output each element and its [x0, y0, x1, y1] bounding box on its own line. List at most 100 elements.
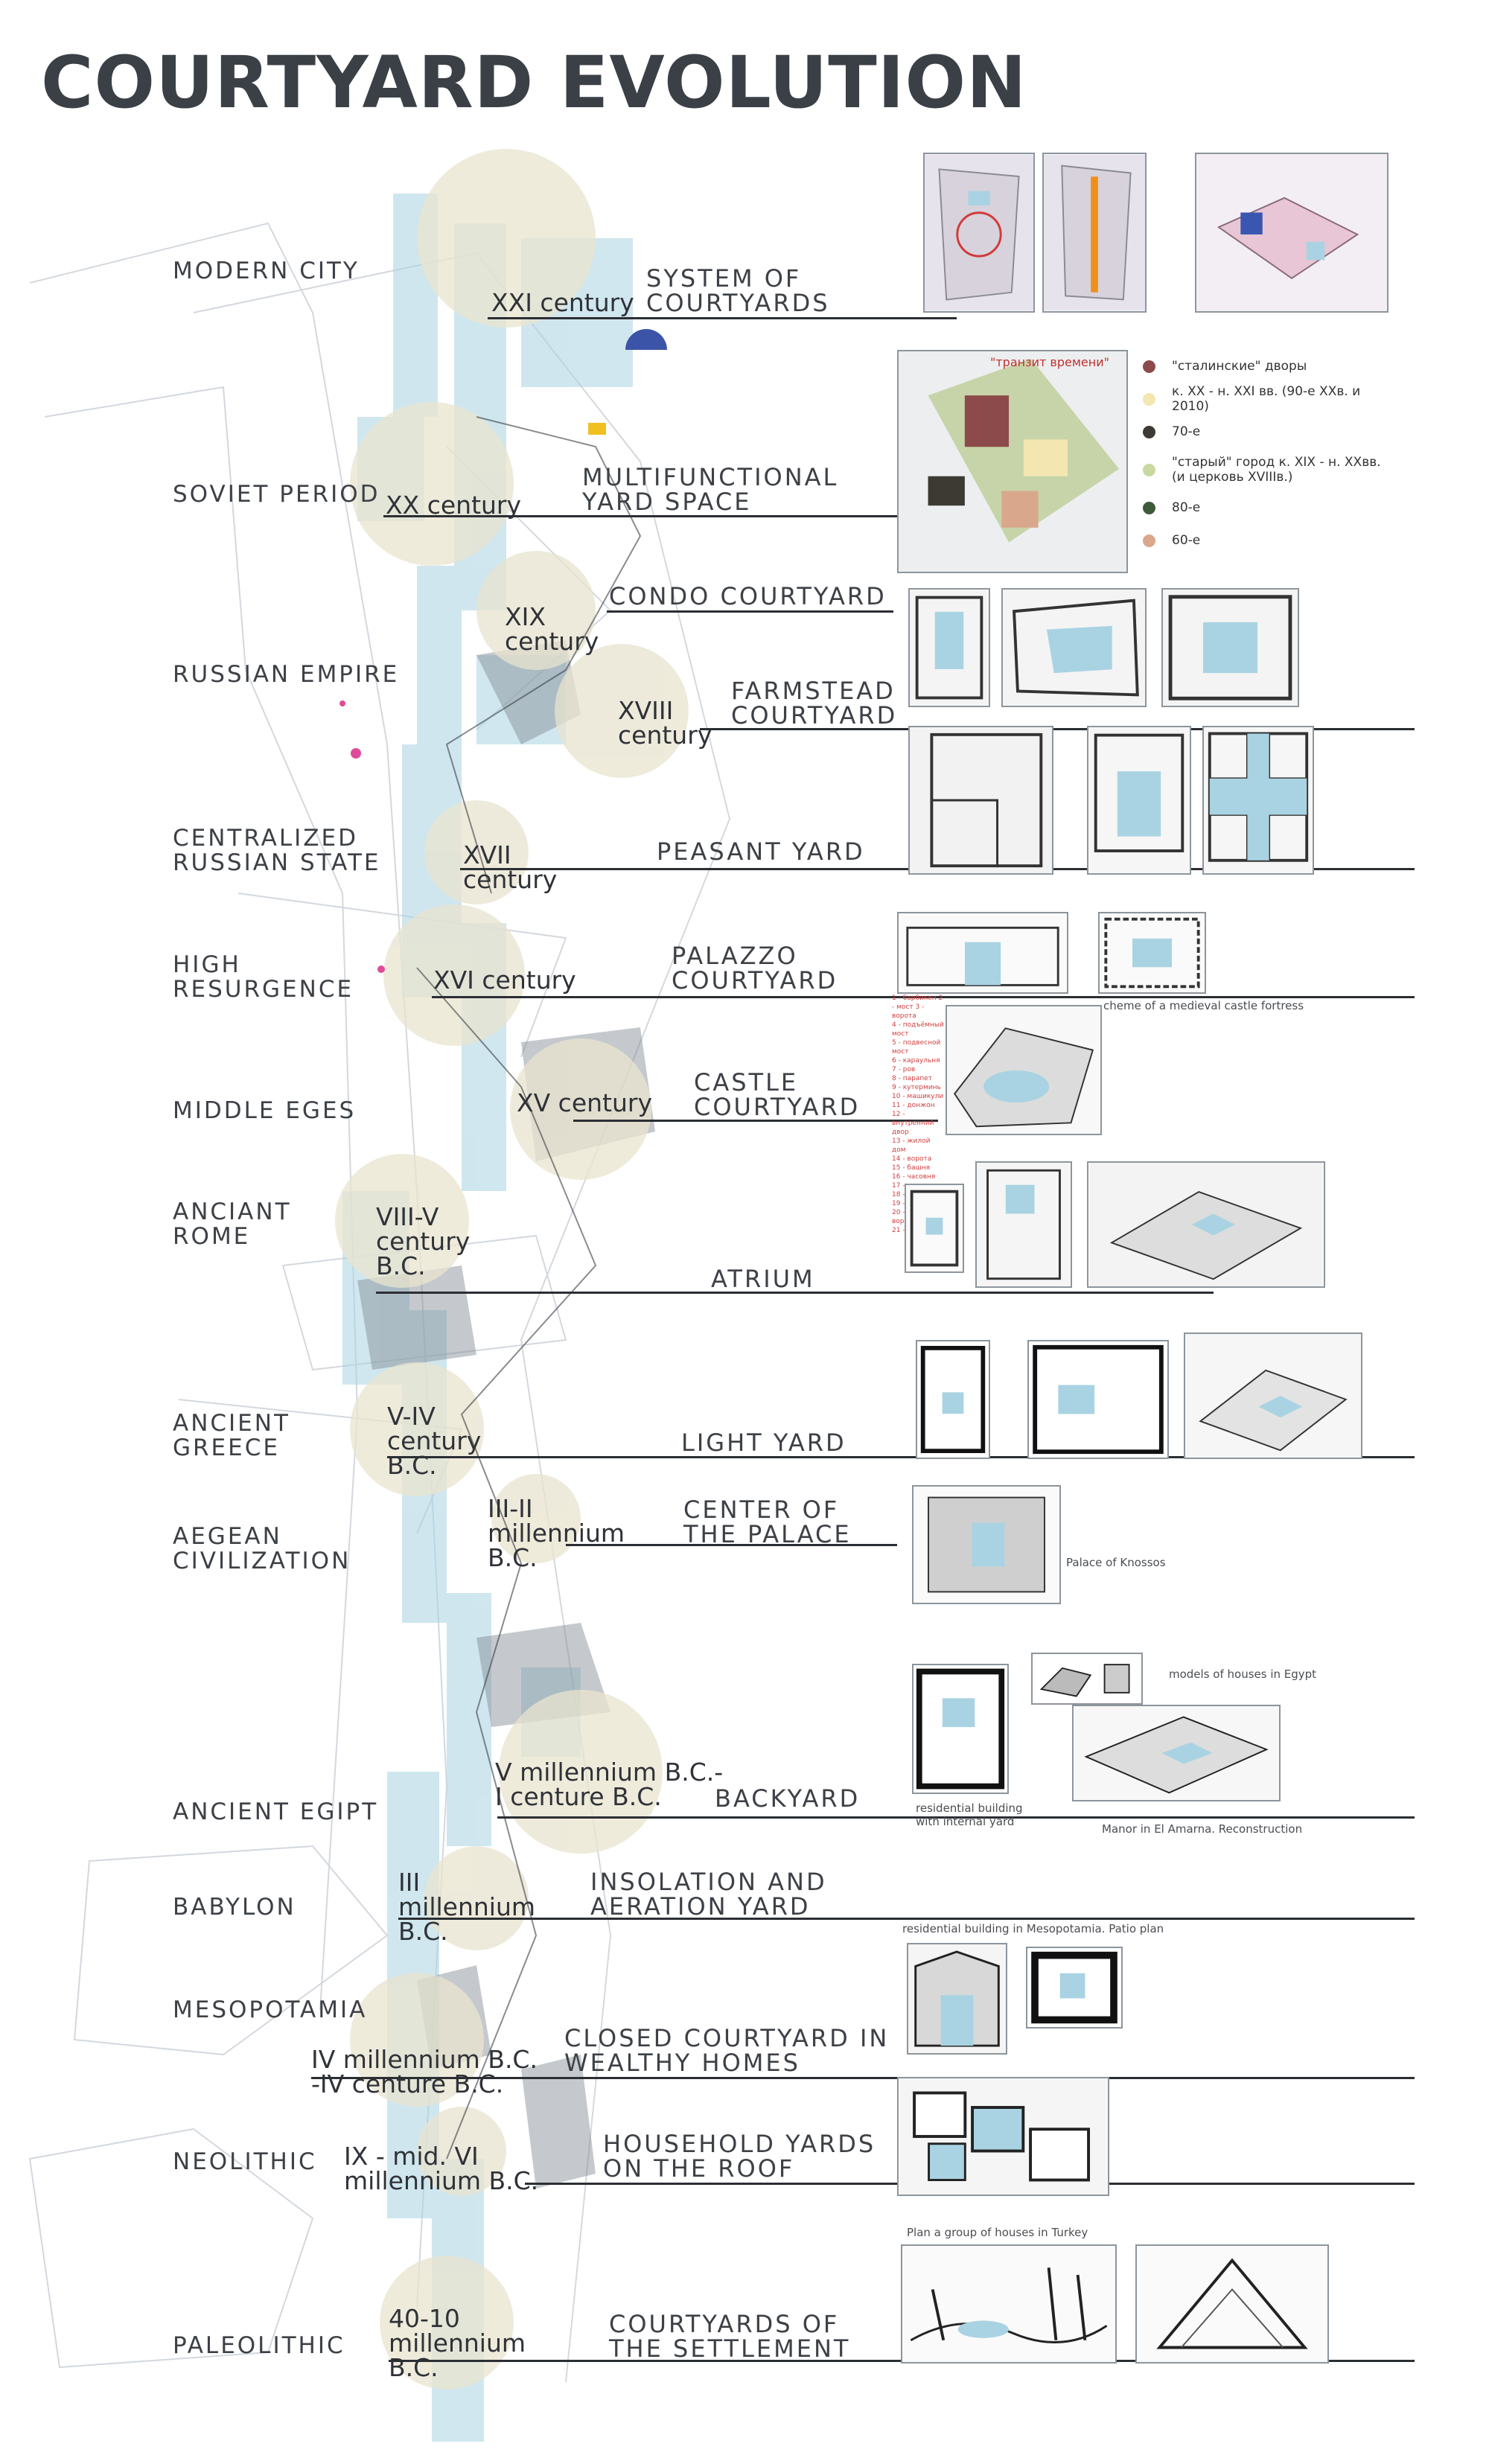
legend-swatch: [1143, 463, 1155, 476]
legend-item: 60-е: [1143, 524, 1388, 557]
timeline-rule: [398, 1918, 1415, 1920]
legend-swatch: [1143, 501, 1155, 514]
period-label: 40-10 millennium B.C.: [389, 2304, 526, 2382]
legend-item: к. XX - н. XXI вв. (90-е XXв. и 2010): [1143, 383, 1388, 415]
palazzo-plan-image: [1098, 912, 1206, 994]
era-label: ANCIENT GREECE: [173, 1410, 290, 1461]
mesopotamia-caption: residential building in Mesopotamia. Pat…: [902, 1922, 1164, 1935]
neolithic-houses-image: [897, 2077, 1109, 2196]
farmstead-plan-image: [908, 726, 1053, 875]
timeline-rule: [383, 515, 897, 517]
legend-item: "сталинские" дворы: [1143, 350, 1388, 383]
period-label: V-IV century B.C.: [387, 1402, 482, 1480]
era-label: ANCIANT ROME: [173, 1199, 292, 1250]
timeline-rule: [387, 1456, 1415, 1458]
knossos-plan-image: [912, 1485, 1061, 1604]
era-label: MESOPOTAMIA: [173, 1997, 368, 2023]
period-label: III millennium B.C.: [398, 1868, 536, 1946]
era-label: NEOLITHIC: [173, 2148, 317, 2175]
courtyard-type: CENTER OF THE PALACE: [683, 1496, 852, 1548]
paleolithic-hut-image: [1135, 2244, 1329, 2364]
palazzo-section-image: [897, 912, 1068, 994]
timeline-rule: [566, 1544, 897, 1546]
period-label: XV century: [517, 1088, 652, 1117]
legend-text: 70-е: [1172, 424, 1201, 439]
timeline-rule: [573, 1120, 938, 1122]
timeline-rule: [497, 1816, 1415, 1819]
courtyard-type: SYSTEM OF COURTYARDS: [646, 264, 830, 317]
modern-city-plan-image: [923, 153, 1035, 313]
courtyard-type: INSOLATION AND AERATION YARD: [590, 1868, 827, 1921]
period-label: XVI century: [433, 966, 576, 995]
amarna-caption: Manor in El Amarna. Reconstruction: [1102, 1822, 1303, 1836]
farmstead-plan-image: [1087, 726, 1191, 875]
modern-city-plan-image: [1042, 153, 1147, 313]
era-label: HIGH RESURGENCE: [173, 951, 354, 1003]
page-title: COURTYARD EVOLUTION: [41, 41, 1027, 124]
era-label: MODERN CITY: [173, 258, 360, 284]
timeline-rule: [700, 728, 1415, 730]
egypt-house-model-image: [1031, 1653, 1143, 1705]
courtyard-type: HOUSEHOLD YARDS ON THE ROOF: [603, 2130, 876, 2183]
courtyard-type: CONDO COURTYARD: [609, 582, 887, 610]
soviet-map-legend: "сталинские" дворы к. XX - н. XXI вв. (9…: [1143, 350, 1388, 557]
period-label: IX - mid. VI millennium B.C.: [344, 2142, 539, 2195]
legend-item: 80-е: [1143, 491, 1388, 524]
timeline-rule: [311, 2077, 1415, 2079]
castle-caption: cheme of a medieval castle fortress: [1103, 999, 1304, 1012]
period-label: V millennium B.C.- I centure B.C.: [495, 1758, 724, 1811]
legend-item: 70-е: [1143, 415, 1388, 448]
knossos-caption: Palace of Knossos: [1066, 1556, 1166, 1569]
legend-swatch: [1143, 392, 1155, 406]
turkey-caption: Plan a group of houses in Turkey: [907, 2226, 1088, 2239]
soviet-map-label: "транзит времени": [990, 355, 1109, 369]
period-label: XVII century: [463, 840, 558, 894]
legend-text: 60-е: [1172, 533, 1201, 548]
courtyard-type: LIGHT YARD: [681, 1429, 846, 1457]
egypt-residential-caption: residential building with internal yard: [916, 1801, 1023, 1828]
egypt-residential-plan-image: [912, 1664, 1009, 1794]
timeline-rule: [488, 317, 957, 319]
period-label: XX century: [386, 491, 522, 520]
greek-house-plan-image: [1027, 1340, 1169, 1459]
greek-house-3d-image: [1184, 1332, 1362, 1459]
legend-swatch: [1143, 360, 1155, 373]
castle-fortress-image: [946, 1005, 1102, 1135]
era-label: PALEOLITHIC: [173, 2332, 345, 2359]
legend-item: "старый" город к. XIX - н. XXвв. (и церк…: [1143, 448, 1388, 491]
era-label: ANCIENT EGIPT: [173, 1798, 379, 1825]
legend-swatch: [1143, 425, 1155, 438]
condo-plan-image: [908, 588, 990, 707]
era-label: AEGEAN CIVILIZATION: [173, 1523, 351, 1574]
courtyard-type: COURTYARDS OF THE SETTLEMENT: [609, 2310, 851, 2363]
period-label: XIX century: [505, 602, 599, 656]
courtyard-type: FARMSTEAD COURTYARD: [731, 677, 898, 730]
era-label: RUSSIAN EMPIRE: [173, 661, 400, 688]
era-label: CENTRALIZED RUSSIAN STATE: [173, 825, 381, 876]
legend-text: 80-е: [1172, 500, 1201, 515]
atrium-plan-image: [975, 1161, 1072, 1288]
egypt-models-caption: models of houses in Egypt: [1169, 1667, 1317, 1681]
period-label: XVIII century: [618, 696, 712, 750]
courtyard-type: PEASANT YARD: [657, 837, 865, 866]
timeline-rule: [607, 610, 893, 613]
legend-text: "сталинские" дворы: [1172, 359, 1307, 374]
paleolithic-settlement-image: [901, 2244, 1117, 2364]
legend-text: к. XX - н. XXI вв. (90-е XXв. и 2010): [1172, 384, 1361, 414]
condo-plan-image: [1161, 588, 1299, 707]
atrium-3d-image: [1087, 1161, 1325, 1288]
period-label: IV millennium B.C. -IV centure B.C.: [311, 2045, 538, 2098]
soviet-district-map-image: [897, 350, 1128, 573]
era-label: BABYLON: [173, 1894, 296, 1921]
mesopotamia-patio-image: [907, 1943, 1007, 2055]
legend-swatch: [1143, 534, 1155, 547]
mesopotamia-plan-image: [1026, 1947, 1123, 2029]
period-label: VIII-V century B.C.: [376, 1202, 471, 1280]
legend-text: "старый" город к. XIX - н. XXвв. (и церк…: [1172, 455, 1381, 485]
greek-house-plan-image: [916, 1340, 990, 1459]
courtyard-type: PALAZZO COURTYARD: [672, 942, 838, 995]
period-label: III-II millennium B.C.: [488, 1494, 625, 1572]
timeline-rule: [432, 996, 1415, 998]
modern-city-3d-image: [1195, 153, 1388, 313]
